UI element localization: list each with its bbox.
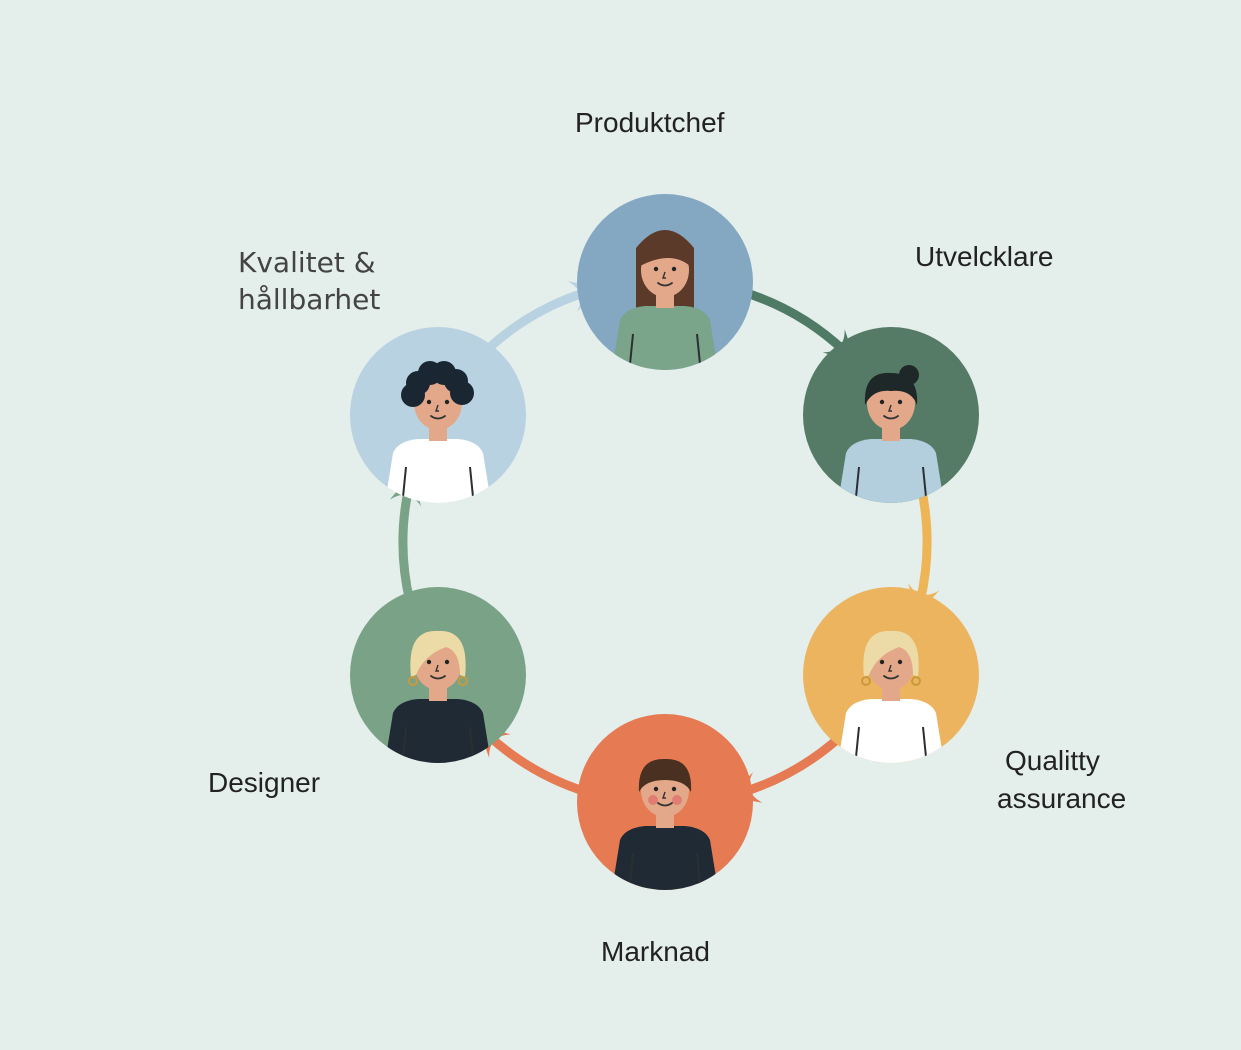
avatar-quality-assurance bbox=[803, 587, 979, 763]
label-produktchef: Produktchef bbox=[575, 107, 725, 138]
person-icon bbox=[383, 630, 493, 763]
avatar-utvecklare bbox=[803, 327, 979, 503]
label-kvalitet-line1: Kvalitet & bbox=[238, 246, 376, 279]
person-icon bbox=[836, 630, 946, 763]
label-designer: Designer bbox=[208, 767, 321, 798]
arrow-shaft bbox=[483, 730, 593, 797]
person-icon bbox=[610, 230, 720, 370]
person-icon bbox=[383, 361, 493, 503]
avatar-designer bbox=[350, 587, 526, 763]
person-icon bbox=[836, 365, 946, 503]
label-kvalitet-line2: hållbarhet bbox=[238, 283, 381, 316]
arrow-shaft bbox=[915, 482, 932, 607]
label-qa-line1: Qualitty bbox=[1005, 745, 1100, 776]
arrow-shaft bbox=[398, 482, 415, 607]
arrow-shaft bbox=[737, 731, 846, 797]
label-utvecklare: Utvelcklare bbox=[915, 241, 1054, 272]
arrow-shaft bbox=[737, 287, 850, 357]
person-icon bbox=[610, 758, 720, 890]
avatar-kvalitet-hallbarhet bbox=[350, 327, 526, 503]
label-qa-line2: assurance bbox=[997, 783, 1127, 814]
avatar-produktchef bbox=[577, 194, 753, 370]
arrow-shaft bbox=[479, 287, 593, 357]
label-marknad: Marknad bbox=[601, 936, 710, 967]
avatar-marknad bbox=[577, 714, 753, 890]
people bbox=[350, 194, 979, 890]
